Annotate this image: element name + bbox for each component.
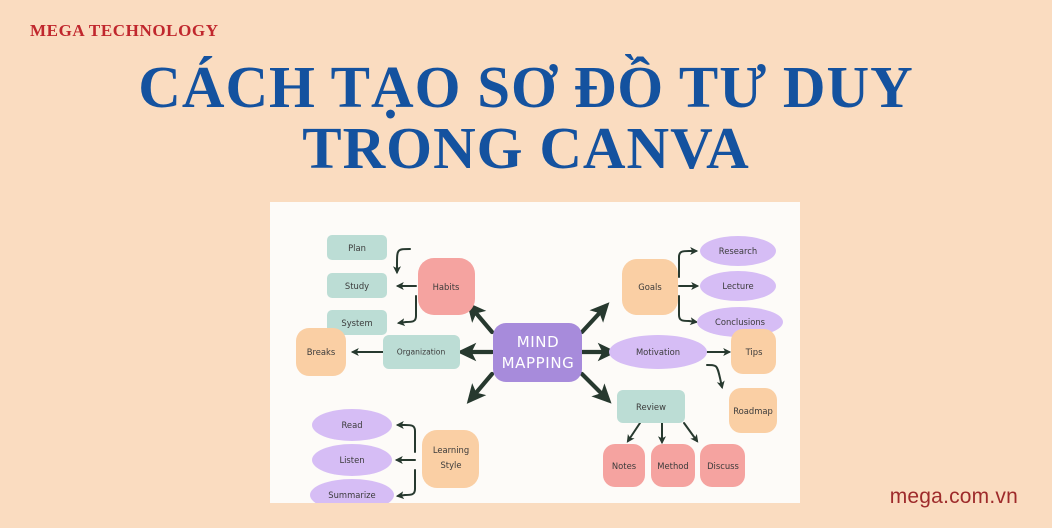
- node-read[interactable]: Read: [312, 409, 392, 441]
- node-plan[interactable]: Plan: [327, 235, 387, 260]
- connector-learning-to-summarize: [395, 469, 416, 500]
- connector-goals-to-conclusions: [678, 295, 699, 326]
- connector-center-to-learning-style: [466, 371, 495, 404]
- node-study[interactable]: Study: [327, 273, 387, 298]
- node-listen[interactable]: Listen: [312, 444, 392, 476]
- connector-habits-to-system: [396, 295, 417, 327]
- node-organization[interactable]: Organization: [383, 335, 460, 369]
- page-title-line-2: TRONG CANVA: [302, 114, 750, 181]
- site-url: mega.com.vn: [889, 485, 1018, 508]
- page-title: CÁCH TẠO SƠ ĐỒ TƯ DUY TRONG CANVA: [0, 57, 1052, 179]
- page-title-line-1: CÁCH TẠO SƠ ĐỒ TƯ DUY: [138, 54, 914, 120]
- connector-group-learning-style: [394, 421, 416, 500]
- mindmap-illustration: Plan Study System Habits Breaks Organiza…: [270, 202, 800, 503]
- connector-group-center: [456, 302, 618, 404]
- connector-learning-to-read: [395, 421, 416, 453]
- node-learning-style[interactable]: Learning Style: [422, 430, 479, 488]
- node-summarize[interactable]: Summarize: [310, 479, 394, 503]
- connector-group-goals: [678, 246, 700, 326]
- node-tips[interactable]: Tips: [731, 329, 776, 374]
- connector-review-to-notes: [626, 422, 641, 443]
- node-discuss[interactable]: Discuss: [700, 444, 745, 487]
- connector-center-to-habits: [466, 302, 495, 335]
- connector-group-review: [626, 422, 699, 445]
- node-notes[interactable]: Notes: [603, 444, 645, 487]
- connector-group-habits: [393, 248, 417, 327]
- connector-motivation-to-roadmap: [706, 364, 725, 390]
- connector-group-motivation: [706, 347, 732, 390]
- mindmap-canvas: Plan Study System Habits Breaks Organiza…: [296, 235, 783, 503]
- connector-center-to-review: [579, 371, 612, 404]
- node-mind-mapping-center[interactable]: MIND MAPPING: [493, 323, 582, 382]
- node-roadmap[interactable]: Roadmap: [729, 388, 777, 433]
- node-breaks[interactable]: Breaks: [296, 328, 346, 376]
- node-goals[interactable]: Goals: [622, 259, 678, 315]
- node-lecture[interactable]: Lecture: [700, 271, 776, 301]
- node-research[interactable]: Research: [700, 236, 776, 266]
- connector-habits-to-plan: [393, 248, 411, 275]
- node-habits[interactable]: Habits: [418, 258, 475, 315]
- connector-goals-to-research: [678, 246, 699, 278]
- connector-review-to-discuss: [683, 422, 699, 443]
- node-method[interactable]: Method: [651, 444, 695, 487]
- node-review[interactable]: Review: [617, 390, 685, 423]
- connector-center-to-goals: [579, 302, 610, 335]
- brand-kicker: MEGA TECHNOLOGY: [30, 21, 219, 40]
- node-motivation[interactable]: Motivation: [609, 335, 707, 369]
